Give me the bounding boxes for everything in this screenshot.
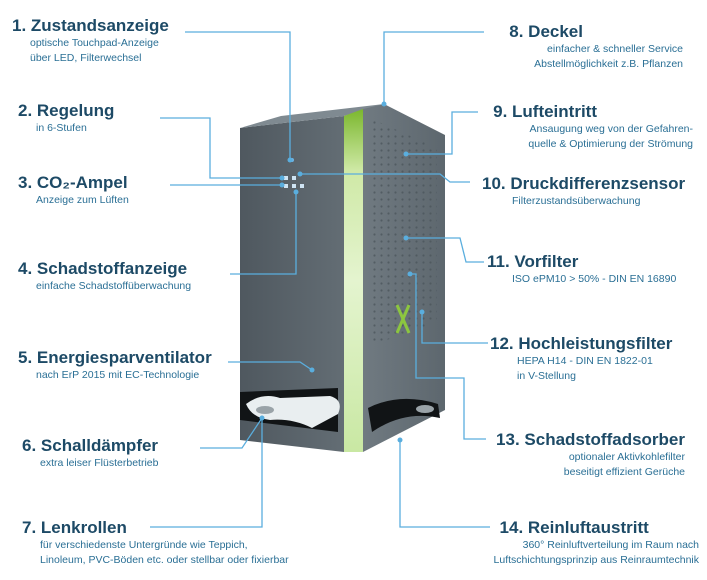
callout-13-schadstoffadsorber: 13. Schadstoffadsorber optionaler Aktivk… [496,430,685,480]
callout-title: 4. Schadstoffanzeige [18,259,188,278]
callout-desc: 360° Reinluftverteilung im Raum nach [522,539,699,551]
callout-2-regelung: 2. Regelung in 6-Stufen [18,101,114,136]
callout-title: 3. CO₂-Ampel [18,173,128,192]
callout-desc: extra leiser Flüsterbetrieb [40,457,159,469]
green-light-strip [344,109,363,452]
leader-line-6 [200,417,263,449]
callout-title: 1. Zustandsanzeige [12,16,169,35]
leader-endpoints [259,101,425,443]
callout-desc: quelle & Optimierung der Strömung [528,138,693,150]
air-inlet-perforation [370,118,437,346]
leader-line-14 [399,440,490,528]
callout-3-co2-ampel: 3. CO₂-Ampel Anzeige zum Lüften [18,173,129,208]
callout-desc: ISO ePM10 > 50% - DIN EN 16890 [512,273,677,285]
caster-wheel [256,406,274,414]
callout-title: 2. Regelung [18,101,115,120]
callout-title: 12. Hochleistungsfilter [490,334,673,353]
device-lid [240,104,384,128]
callout-desc: für verschiedenste Untergründe wie Teppi… [40,539,248,551]
callout-8-deckel: 8. Deckel einfacher & schneller Service … [509,22,683,72]
callout-desc: in V-Stellung [517,370,576,382]
callout-title: 9. Lufteintritt [493,102,597,121]
callout-title: 14. Reinluftaustritt [499,518,649,537]
callout-12-hochleistungsfilter: 12. Hochleistungsfilter HEPA H14 - DIN E… [490,334,672,384]
leader-line-4 [230,192,297,275]
callout-title: 7. Lenkrollen [22,518,127,537]
callout-desc: optionaler Aktivkohlefilter [568,451,685,463]
x-logo-icon [395,304,411,334]
callout-title: 11. Vorfilter [487,252,579,271]
callout-desc: Linoleum, PVC-Böden etc. oder stellbar o… [40,554,289,566]
callout-title: 8. Deckel [509,22,583,41]
leader-line-2 [160,117,282,179]
leader-lines [150,31,490,528]
callout-desc: einfache Schadstoffüberwachung [36,280,192,292]
callout-desc: Ansaugung weg von der Gefahren- [529,123,693,135]
callout-7-lenkrollen: 7. Lenkrollen für verschiedenste Untergr… [22,518,289,568]
callout-desc: beseitigt effizient Gerüche [563,466,685,478]
callout-desc: nach ErP 2015 mit EC-Technologie [36,369,200,381]
leader-line-11 [406,237,484,263]
callout-title: 6. Schalldämpfer [22,436,159,455]
leader-line-9 [406,111,478,155]
callout-11-vorfilter: 11. Vorfilter ISO ePM10 > 50% - DIN EN 1… [487,252,676,287]
callout-6-schalldaempfer: 6. Schalldämpfer extra leiser Flüsterbet… [22,436,158,471]
callout-desc: optische Touchpad-Anzeige [30,37,159,49]
leader-line-10 [300,173,470,183]
callout-desc: Abstellmöglichkeit z.B. Pflanzen [534,58,683,70]
leader-line-8 [383,31,484,104]
callout-9-lufteintritt: 9. Lufteintritt Ansaugung weg von der Ge… [493,102,693,152]
callout-desc: Anzeige zum Lüften [36,194,129,206]
leader-line-1 [185,31,291,160]
leader-line-13 [410,273,486,440]
callout-desc: Luftschichtungsprinzip aus Reinraumtechn… [493,554,699,566]
callout-10-druckdifferenzsensor: 10. Druckdifferenzsensor Filterzustandsü… [482,174,685,209]
callout-title: 10. Druckdifferenzsensor [482,174,686,193]
air-purifier-device [240,104,445,452]
callout-4-schadstoffanzeige: 4. Schadstoffanzeige einfache Schadstoff… [18,259,191,294]
callout-desc: über LED, Filterwechsel [30,52,142,64]
callout-title: 13. Schadstoffadsorber [496,430,685,449]
callout-desc: einfacher & schneller Service [547,43,683,55]
callout-desc: in 6-Stufen [36,122,87,134]
callout-desc: HEPA H14 - DIN EN 1822-01 [517,355,653,367]
callout-1-zustandsanzeige: 1. Zustandsanzeige optische Touchpad-Anz… [12,16,169,66]
caster-wheel [416,405,434,413]
leader-line-12 [421,312,488,344]
device-front-panel [240,116,344,452]
callout-desc: Filterzustandsüberwachung [512,195,641,207]
leader-line-7 [150,418,263,528]
callout-14-reinluftaustritt: 14. Reinluftaustritt 360° Reinluftvertei… [494,518,699,568]
callout-5-energiesparventilator: 5. Energiesparventilator nach ErP 2015 m… [18,348,212,383]
leader-line-5 [228,361,313,371]
callout-title: 5. Energiesparventilator [18,348,212,367]
